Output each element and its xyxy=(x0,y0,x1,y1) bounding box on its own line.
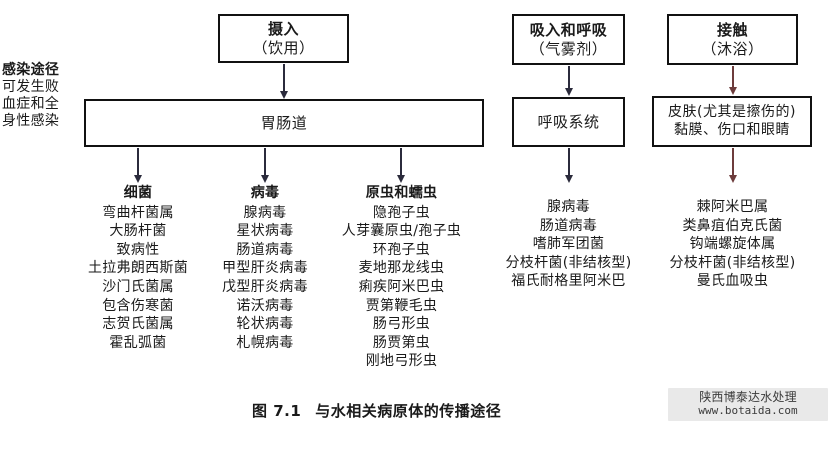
pathogen-item: 腺病毒 xyxy=(547,199,590,215)
arrow-gi-to-virus xyxy=(264,148,266,176)
pathogen-item: 环孢子虫 xyxy=(372,241,431,258)
pathogen-column-protozoa-helminths-head: 原虫和蠕虫 xyxy=(365,185,438,201)
entry-box-inhalation-subtitle: （气雾剂） xyxy=(529,39,608,58)
entry-box-inhalation: 吸入和呼吸 （气雾剂） xyxy=(512,14,625,65)
pathogen-item: 嗜肺军团菌 xyxy=(532,236,605,253)
pathogen-item: 分枝杆菌(非结核型) xyxy=(505,254,632,271)
target-box-skin-line-1: 皮肤(尤其是擦伤的) xyxy=(668,104,796,120)
pathogen-item: 隐孢子虫 xyxy=(372,204,431,221)
entry-box-ingestion-subtitle: （饮用） xyxy=(252,38,315,57)
target-box-skin: 皮肤(尤其是擦伤的) 黏膜、伤口和眼睛 xyxy=(652,96,812,147)
figure-caption: 图 7.1 与水相关病原体的传播途径 xyxy=(252,400,501,421)
pathogen-item: 致病性 xyxy=(116,241,160,258)
target-box-gastrointestinal: 胃肠道 xyxy=(84,99,484,147)
pathogen-item: 肠道病毒 xyxy=(236,241,294,258)
pathogen-item: 甲型肝炎病毒 xyxy=(222,260,308,277)
target-box-gastrointestinal-line-1: 胃肠道 xyxy=(260,113,308,132)
watermark-url: www.botaida.com xyxy=(698,404,798,418)
arrow-respiratory-to-list xyxy=(568,148,570,176)
pathogen-item: 棘阿米巴属 xyxy=(696,199,769,215)
pathogen-item: 霍乱弧菌 xyxy=(109,334,167,351)
arrow-inhalation-to-respiratory xyxy=(568,66,570,89)
arrow-contact-to-skin xyxy=(732,66,734,88)
pathogen-item: 分枝杆菌(非结核型) xyxy=(669,254,796,271)
pathogen-item: 弯曲杆菌属 xyxy=(102,204,174,221)
pathogen-item: 刚地弓形虫 xyxy=(365,353,438,370)
entry-box-contact: 接触 （沐浴） xyxy=(667,14,798,65)
pathogen-item: 类鼻疽伯克氏菌 xyxy=(682,217,783,234)
entry-box-ingestion: 摄入 （饮用） xyxy=(218,14,349,63)
pathogen-item: 痢疾阿米巴虫 xyxy=(358,279,445,296)
pathogen-column-contact: 棘阿米巴属 类鼻疽伯克氏菌 钩端螺旋体属 分枝杆菌(非结核型) 曼氏血吸虫 xyxy=(650,198,815,291)
pathogen-column-respiratory: 腺病毒 肠道病毒 嗜肺军团菌 分枝杆菌(非结核型) 福氏耐格里阿米巴 xyxy=(490,198,647,291)
pathogen-item: 肠弓形虫 xyxy=(372,316,431,333)
pathogen-column-bacteria: 细菌 弯曲杆菌属 大肠杆菌 致病性 土拉弗朗西斯菌 沙门氏菌属 包含伤寒菌 志贺… xyxy=(75,184,201,352)
pathogen-item: 沙门氏菌属 xyxy=(102,279,174,296)
arrow-ingestion-to-gi xyxy=(283,64,285,92)
target-box-respiratory: 呼吸系统 xyxy=(512,97,625,147)
infection-route-line-3: 血症和全 xyxy=(2,96,60,113)
entry-box-contact-title: 接触 xyxy=(716,20,748,39)
arrow-gi-to-protozoa xyxy=(400,148,402,176)
pathogen-item: 轮状病毒 xyxy=(236,316,294,333)
pathogen-column-protozoa-helminths: 原虫和蠕虫 隐孢子虫 人芽囊原虫/孢子虫 环孢子虫 麦地那龙线虫 痢疾阿米巴虫 … xyxy=(328,184,475,371)
pathogen-item: 诺沃病毒 xyxy=(236,297,294,314)
target-box-respiratory-line-1: 呼吸系统 xyxy=(537,112,600,131)
pathogen-item: 志贺氏菌属 xyxy=(102,316,174,333)
arrow-skin-to-list xyxy=(732,148,734,176)
pathogen-item: 星状病毒 xyxy=(236,223,294,240)
pathogen-column-virus-head: 病毒 xyxy=(250,185,280,201)
watermark: 陕西博泰达水处理 www.botaida.com xyxy=(668,388,828,421)
arrow-gi-to-bacteria xyxy=(137,148,139,176)
pathogen-item: 肠贾第虫 xyxy=(372,334,431,351)
pathogen-item: 肠道病毒 xyxy=(539,217,598,234)
figure-caption-text: 与水相关病原体的传播途径 xyxy=(315,402,502,420)
figure-caption-number: 图 7.1 xyxy=(252,402,302,420)
pathogen-item: 戊型肝炎病毒 xyxy=(222,279,308,296)
pathogen-item: 贾第鞭毛虫 xyxy=(365,297,438,314)
infection-route-heading: 感染途径 xyxy=(2,62,60,78)
target-box-skin-line-2: 黏膜、伤口和眼睛 xyxy=(674,121,790,138)
pathogen-column-virus: 病毒 腺病毒 星状病毒 肠道病毒 甲型肝炎病毒 戊型肝炎病毒 诺沃病毒 轮状病毒… xyxy=(203,184,327,352)
pathogen-item: 包含伤寒菌 xyxy=(102,297,174,314)
pathogen-item: 土拉弗朗西斯菌 xyxy=(87,260,189,277)
pathogen-item: 钩端螺旋体属 xyxy=(689,236,776,253)
entry-box-inhalation-title: 吸入和呼吸 xyxy=(529,20,608,39)
pathogen-item: 人芽囊原虫/孢子虫 xyxy=(341,223,462,240)
entry-box-contact-subtitle: （沐浴） xyxy=(701,39,764,58)
infection-route-line-2: 可发生败 xyxy=(2,79,60,96)
pathogen-item: 福氏耐格里阿米巴 xyxy=(511,273,626,290)
pathogen-item: 腺病毒 xyxy=(243,204,287,221)
pathogen-column-bacteria-head: 细菌 xyxy=(123,185,153,201)
entry-box-ingestion-title: 摄入 xyxy=(267,19,299,38)
watermark-company: 陕西博泰达水处理 xyxy=(699,390,797,404)
pathogen-item: 曼氏血吸虫 xyxy=(696,273,769,290)
pathogen-item: 大肠杆菌 xyxy=(109,223,167,240)
pathogen-item: 札幌病毒 xyxy=(236,334,294,351)
infection-route-line-4: 身性感染 xyxy=(2,113,60,130)
pathogen-item: 麦地那龙线虫 xyxy=(358,260,445,277)
infection-route-label: 感染途径 可发生败 血症和全 身性感染 xyxy=(2,62,82,130)
